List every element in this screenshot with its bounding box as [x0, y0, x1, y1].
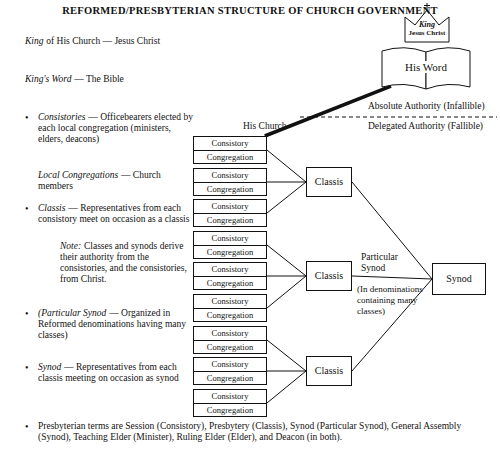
connector-line	[352, 182, 432, 279]
book-node: His Word	[380, 43, 472, 91]
bullet: •	[25, 203, 29, 214]
bullet-mark: •	[25, 203, 37, 215]
crown-cross	[424, 3, 430, 10]
connector-line	[267, 276, 306, 277]
term-label: Classis	[38, 203, 65, 213]
note-text: Particular Synod	[361, 252, 398, 273]
connector-line	[267, 371, 306, 403]
connector-line	[267, 371, 306, 372]
node-label: King	[419, 20, 435, 29]
node-label: Congregation	[194, 151, 266, 164]
consistory-box: ConsistoryCongregation	[193, 326, 267, 354]
text-block: Note:Classes and synods derive their aut…	[60, 241, 188, 285]
node-label: Classis	[315, 270, 343, 282]
note-text: of His Church — Jesus Christ	[46, 36, 160, 46]
text-block: Local Congregations— Church members	[38, 170, 198, 192]
text-block: Presbyterian terms are Session (Consisto…	[38, 421, 494, 443]
bullet: •	[25, 112, 29, 123]
bullet-mark: •	[25, 112, 37, 124]
connector-line	[352, 276, 432, 279]
text-block: Absolute Authority (Infallible)	[368, 101, 498, 112]
bullet-mark: •	[25, 308, 37, 320]
connector-line	[267, 150, 306, 182]
node-label: Consistory	[194, 327, 266, 341]
consistory-box: ConsistoryCongregation	[193, 231, 267, 259]
bullet: •	[25, 362, 29, 373]
text-block: Kingof His Church — Jesus Christ	[25, 36, 200, 47]
process-box: Synod	[432, 263, 486, 295]
term-label: King's Word	[25, 74, 71, 84]
term-label: King	[25, 36, 43, 46]
term-label: Consistories	[38, 112, 86, 122]
node-label: Consistory	[194, 263, 266, 277]
connector-line	[267, 245, 306, 276]
text-block: His Church	[243, 121, 303, 132]
consistory-box: ConsistoryCongregation	[193, 199, 267, 227]
node-label: Congregation	[194, 341, 266, 354]
node-label: Consistory	[194, 358, 266, 372]
term-label: Local Congregations	[38, 170, 118, 180]
text-block: Consistories— Officebearers elected by e…	[38, 112, 198, 145]
node-label: Classis	[315, 365, 343, 377]
node-label: Classis	[315, 176, 343, 188]
note-text: Presbyterian terms are Session (Consisto…	[38, 421, 461, 442]
authority-divider	[300, 117, 497, 118]
term-label: (Particular Synod	[38, 308, 106, 318]
text-block: Synod— Representatives from each classis…	[38, 362, 188, 384]
consistory-box: ConsistoryCongregation	[193, 168, 267, 196]
node-label: Consistory	[194, 232, 266, 246]
term-label: Note:	[60, 241, 81, 251]
process-box: Classis	[306, 261, 352, 291]
text-block: Delegated Authority (Fallible)	[368, 121, 498, 132]
node-label: Consistory	[194, 390, 266, 404]
node-label: Congregation	[194, 372, 266, 385]
note-text: — The Bible	[74, 74, 123, 84]
connector-line	[352, 279, 432, 371]
bullet: •	[25, 421, 29, 432]
bullet-mark: •	[25, 421, 37, 433]
node-label: Consistory	[194, 200, 266, 214]
node-label: Congregation	[194, 246, 266, 259]
connector-line	[267, 340, 306, 371]
node-label: Synod	[446, 273, 472, 285]
consistory-box: ConsistoryCongregation	[193, 262, 267, 290]
node-label: Consistory	[194, 295, 266, 309]
process-box: Classis	[306, 356, 352, 386]
text-block: (In denominations containing many classe…	[357, 284, 432, 317]
connector-line	[267, 182, 306, 213]
text-block: Particular Synod	[361, 252, 417, 274]
bullet-mark: •	[25, 362, 37, 374]
note-text: His Church	[243, 121, 287, 131]
consistory-box: ConsistoryCongregation	[193, 357, 267, 385]
bullet: •	[25, 308, 29, 319]
note-text: Absolute Authority (Infallible)	[368, 101, 485, 111]
connector-line	[267, 182, 306, 183]
connector-line	[267, 276, 306, 308]
node-label: Consistory	[194, 137, 266, 151]
node-label: Congregation	[194, 214, 266, 227]
note-text: (In denominations containing many classe…	[357, 284, 423, 316]
consistory-box: ConsistoryCongregation	[193, 136, 267, 164]
node-label: Congregation	[194, 309, 266, 322]
diagram-title: REFORMED/PRESBYTERIAN STRUCTURE OF CHURC…	[0, 5, 500, 16]
process-box: Classis	[306, 167, 352, 197]
node-label: Consistory	[194, 169, 266, 183]
note-text: Delegated Authority (Fallible)	[368, 121, 483, 131]
node-label: Congregation	[194, 404, 266, 417]
text-block: (Particular Synod— Organized in Reformed…	[38, 308, 193, 341]
consistory-box: ConsistoryCongregation	[193, 294, 267, 322]
node-label: Congregation	[194, 277, 266, 290]
node-label: His Word	[403, 61, 449, 73]
node-label: Congregation	[194, 183, 266, 196]
term-label: Synod	[38, 362, 61, 372]
text-block: Classis— Representatives from each consi…	[38, 203, 193, 225]
consistory-box: ConsistoryCongregation	[193, 389, 267, 417]
text-block: King's Word— The Bible	[25, 74, 200, 85]
crown-outline	[405, 10, 449, 42]
node-label: Jesus Christ	[409, 29, 446, 38]
